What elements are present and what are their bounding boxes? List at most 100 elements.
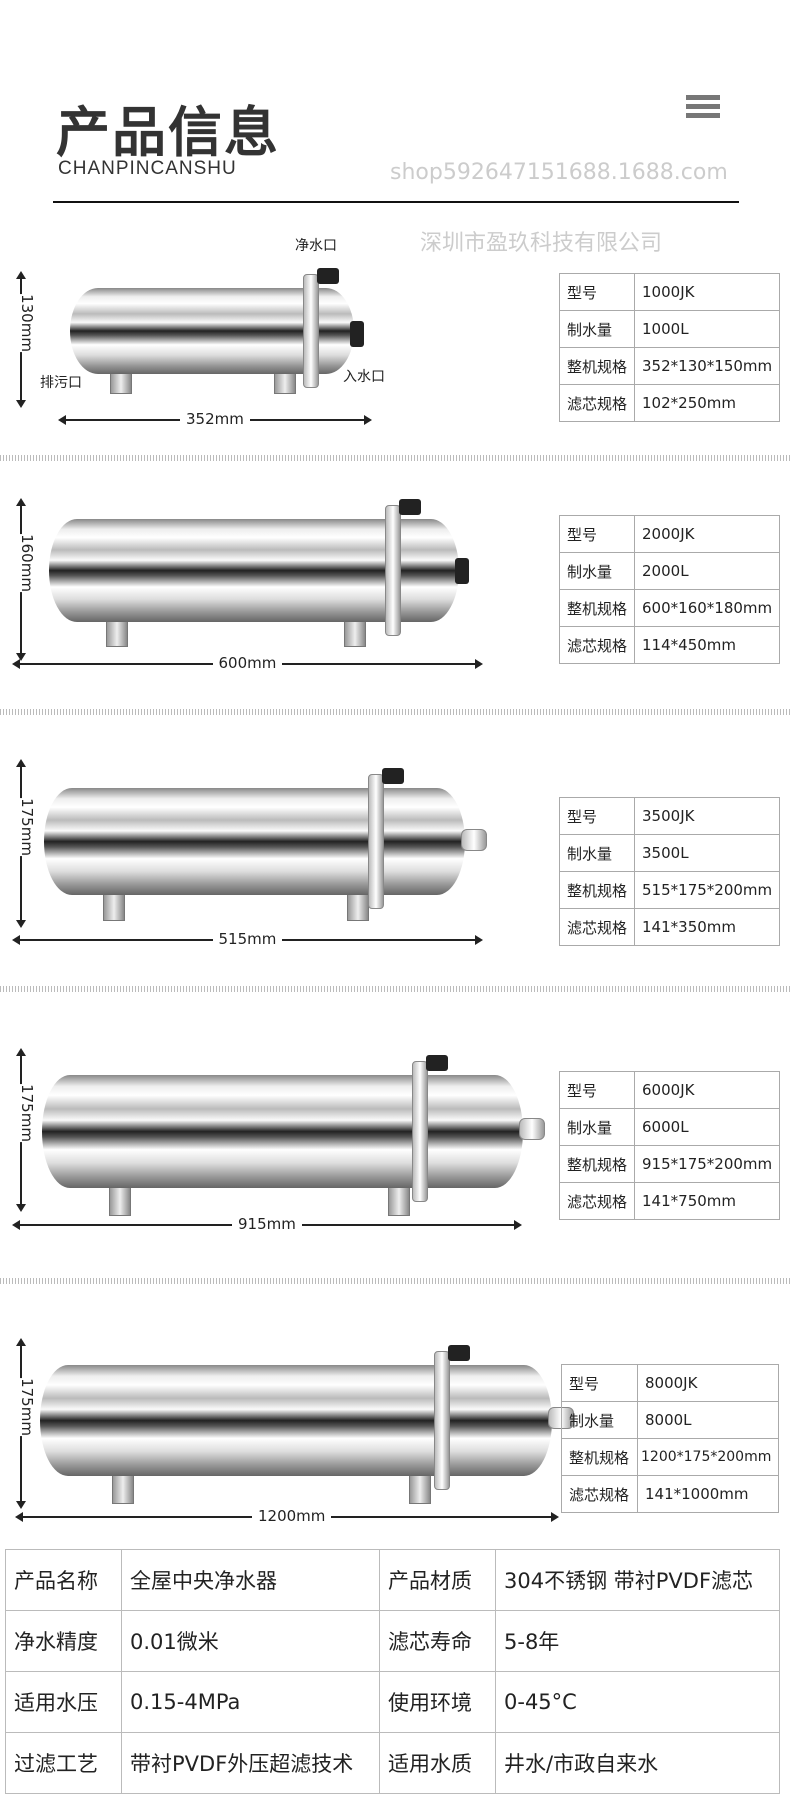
watermark-shop: shop592647151688.1688.com xyxy=(390,160,728,185)
spec-label: 制水量 xyxy=(558,834,636,872)
spec-value: 915*175*200mm xyxy=(634,1145,781,1183)
filter-tank-image xyxy=(44,788,465,895)
spec-value: 8000JK xyxy=(637,1364,779,1402)
summary-value: 0-45°C xyxy=(495,1671,780,1733)
spec-label: 型号 xyxy=(558,797,636,835)
summary-label: 净水精度 xyxy=(5,1610,122,1672)
summary-label: 产品名称 xyxy=(5,1549,122,1611)
filter-tank-image xyxy=(42,1075,523,1188)
outlet-knob-icon xyxy=(399,499,422,515)
summary-value: 全屋中央净水器 xyxy=(121,1549,380,1611)
tank-clamp xyxy=(368,774,385,909)
length-dimension-label: 915mm xyxy=(232,1215,302,1233)
section-divider xyxy=(0,455,790,461)
spec-label: 滤芯规格 xyxy=(558,384,636,422)
tank-clamp xyxy=(302,274,319,388)
outlet-knob-icon xyxy=(382,768,405,784)
spec-value: 141*350mm xyxy=(634,908,781,946)
outlet-knob-icon xyxy=(426,1055,449,1071)
summary-value: 带衬PVDF外压超滤技术 xyxy=(121,1732,380,1794)
height-dimension-label: 175mm xyxy=(13,1084,40,1142)
menu-icon[interactable] xyxy=(686,95,720,121)
spec-label: 制水量 xyxy=(558,1108,636,1146)
spec-label: 型号 xyxy=(558,515,636,553)
spec-label: 滤芯规格 xyxy=(561,1475,638,1513)
spec-value: 114*450mm xyxy=(634,626,781,664)
spec-value: 141*1000mm xyxy=(637,1475,779,1513)
watermark-company: 深圳市盈玖科技有限公司 xyxy=(420,231,663,256)
summary-value: 5-8年 xyxy=(495,1610,780,1672)
height-dimension-label: 160mm xyxy=(13,533,40,592)
spec-value: 1000L xyxy=(634,310,781,348)
spec-label: 滤芯规格 xyxy=(558,626,636,664)
inlet-label: 入水口 xyxy=(343,369,385,385)
spec-label: 型号 xyxy=(558,273,636,311)
page-title: 产品信息 xyxy=(56,101,280,164)
spec-value: 141*750mm xyxy=(634,1182,781,1220)
spec-label: 制水量 xyxy=(558,310,636,348)
tank-clamp xyxy=(412,1061,429,1202)
spec-label: 制水量 xyxy=(558,552,636,590)
length-dimension-label: 1200mm xyxy=(252,1507,332,1525)
inlet-connector-icon xyxy=(519,1117,545,1140)
spec-value: 352*130*150mm xyxy=(634,347,781,385)
summary-label: 产品材质 xyxy=(379,1549,496,1611)
summary-value: 304不锈钢 带衬PVDF滤芯 xyxy=(495,1549,780,1611)
spec-value: 8000L xyxy=(637,1401,779,1439)
spec-label: 滤芯规格 xyxy=(558,908,636,946)
section-divider xyxy=(0,986,790,992)
tank-clamp xyxy=(434,1351,451,1490)
spec-label: 整机规格 xyxy=(558,1145,636,1183)
summary-label: 使用环境 xyxy=(379,1671,496,1733)
spec-value: 6000JK xyxy=(634,1071,781,1109)
height-dimension-label: 175mm xyxy=(13,1377,40,1436)
page-subtitle: CHANPINCANSHU xyxy=(58,158,237,179)
summary-value: 井水/市政自来水 xyxy=(495,1732,780,1794)
summary-value: 0.15-4MPa xyxy=(121,1671,380,1733)
length-dimension-label: 515mm xyxy=(212,930,283,948)
spec-label: 整机规格 xyxy=(558,347,636,385)
inlet-knob-icon xyxy=(350,320,364,347)
spec-label: 整机规格 xyxy=(558,589,636,627)
spec-label: 整机规格 xyxy=(561,1438,638,1476)
section-divider xyxy=(0,1278,790,1284)
outlet-label: 净水口 xyxy=(295,238,337,254)
inlet-connector-icon xyxy=(461,828,487,851)
spec-value: 600*160*180mm xyxy=(634,589,781,627)
summary-label: 适用水压 xyxy=(5,1671,122,1733)
outlet-knob-icon xyxy=(316,268,339,284)
height-dimension-label: 175mm xyxy=(13,797,40,856)
spec-value: 3500JK xyxy=(634,797,781,835)
tank-clamp xyxy=(385,505,402,636)
spec-value: 515*175*200mm xyxy=(634,871,781,909)
spec-label: 整机规格 xyxy=(558,871,636,909)
spec-value: 2000L xyxy=(634,552,781,590)
summary-label: 适用水质 xyxy=(379,1732,496,1794)
spec-value: 102*250mm xyxy=(634,384,781,422)
header-divider xyxy=(53,201,739,203)
summary-label: 过滤工艺 xyxy=(5,1732,122,1794)
